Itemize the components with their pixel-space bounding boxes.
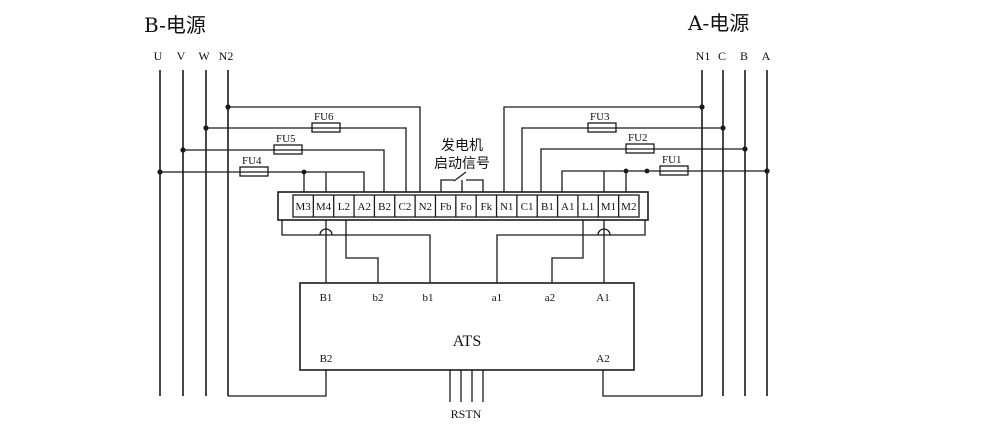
wire-b2 <box>183 149 385 192</box>
terminal-block <box>277 191 649 221</box>
terminal-c1: C1 <box>521 201 534 213</box>
gen-contact-left <box>440 179 454 192</box>
wire-crossover <box>319 228 333 236</box>
a-phase-a: A <box>762 49 771 63</box>
wire-a2 <box>160 171 365 192</box>
wire-l1-out <box>551 220 584 283</box>
terminal-n1: N1 <box>500 201 513 213</box>
wire-n1 <box>503 106 702 192</box>
junction-dot <box>180 147 186 153</box>
junction-dot <box>623 168 629 174</box>
terminal-c2: C2 <box>399 201 412 213</box>
a-phase-c: C <box>718 49 726 63</box>
terminal-l2: L2 <box>338 201 350 213</box>
terminal-m3: M3 <box>296 201 312 213</box>
a-phase-n1: N1 <box>696 49 711 63</box>
fuse-fu5 <box>273 144 303 155</box>
ats-label: ATS <box>453 333 481 350</box>
fuse-fu2 <box>625 143 655 154</box>
fuse-label-fu1: FU1 <box>662 154 682 166</box>
wire-l2-out <box>345 220 379 283</box>
wire-m3-out <box>281 220 431 283</box>
b-phase-n2: N2 <box>219 49 234 63</box>
fuse-label-fu3: FU3 <box>590 111 610 123</box>
fuse-fu1 <box>659 165 689 176</box>
terminal-m2: M2 <box>621 201 636 213</box>
terminal-cells: M3 M4 L2 A2 B2 C2 N2 Fb Fo Fk N1 C1 B1 A1 L1 M1 M2 <box>296 195 636 217</box>
ats-port-b1-lower: b1 <box>423 292 434 304</box>
fuse-fu3 <box>587 122 617 133</box>
terminal-m4: M4 <box>316 201 332 213</box>
junction-dot <box>742 146 748 152</box>
ats-port-a1: A1 <box>596 292 609 304</box>
b-phase-v: V <box>177 49 186 63</box>
wire-a2-return <box>602 370 702 397</box>
ats-port-b2-lower: b2 <box>373 292 384 304</box>
junction-dot <box>225 104 231 110</box>
terminal-a2: A2 <box>358 201 371 213</box>
terminal-m1: M1 <box>601 201 616 213</box>
junction-dot <box>157 169 163 175</box>
terminal-n2: N2 <box>419 201 432 213</box>
fuse-label-fu6: FU6 <box>314 111 334 123</box>
fuse-label-fu4: FU4 <box>242 155 262 167</box>
terminal-inner <box>292 194 640 218</box>
wire-crossover <box>597 228 611 236</box>
a-phase-b: B <box>740 49 748 63</box>
wire-b1 <box>540 148 745 192</box>
generator-label-line2: 启动信号 <box>434 156 490 172</box>
terminal-b2: B2 <box>378 201 391 213</box>
ats-port-a2-lower: a2 <box>545 292 555 304</box>
ats-port-b1: B1 <box>320 292 333 304</box>
wire-m2-out <box>496 220 646 283</box>
fuse-fu6 <box>311 122 341 133</box>
fuse-fu4 <box>239 166 269 177</box>
ats-box <box>299 282 635 371</box>
wire-c1 <box>521 127 723 192</box>
terminal-l1: L1 <box>582 201 594 213</box>
b-phase-w: W <box>198 49 210 63</box>
junction-dot <box>720 125 726 131</box>
junction-dot <box>764 168 770 174</box>
junction-dot <box>301 169 307 175</box>
junction-dot <box>203 125 209 131</box>
b-phase-u: U <box>154 49 163 63</box>
wire-c2 <box>206 127 407 192</box>
terminal-a1: A1 <box>561 201 574 213</box>
wire-n2 <box>228 106 421 192</box>
terminal-fb: Fb <box>440 201 452 213</box>
gen-contact-right <box>466 179 484 192</box>
fuse-label-fu2: FU2 <box>628 132 648 144</box>
wire-b2-return <box>228 370 327 397</box>
a-source-title: A-电源 <box>687 11 749 35</box>
ats-port-a2: A2 <box>596 353 609 365</box>
b-source-title: B-电源 <box>144 13 206 37</box>
terminal-fo: Fo <box>460 201 472 213</box>
terminal-b1: B1 <box>541 201 554 213</box>
junction-dot <box>699 104 705 110</box>
gen-contact-switch <box>453 171 467 182</box>
ats-port-b2: B2 <box>320 353 333 365</box>
junction-dot <box>644 168 650 174</box>
terminal-fk: Fk <box>481 201 493 213</box>
output-labels: RSTN <box>451 407 482 421</box>
generator-label-line1: 发电机 <box>441 138 483 154</box>
ats-port-a1-lower: a1 <box>492 292 502 304</box>
fuse-label-fu5: FU5 <box>276 133 296 145</box>
wire-a1 <box>561 170 767 192</box>
